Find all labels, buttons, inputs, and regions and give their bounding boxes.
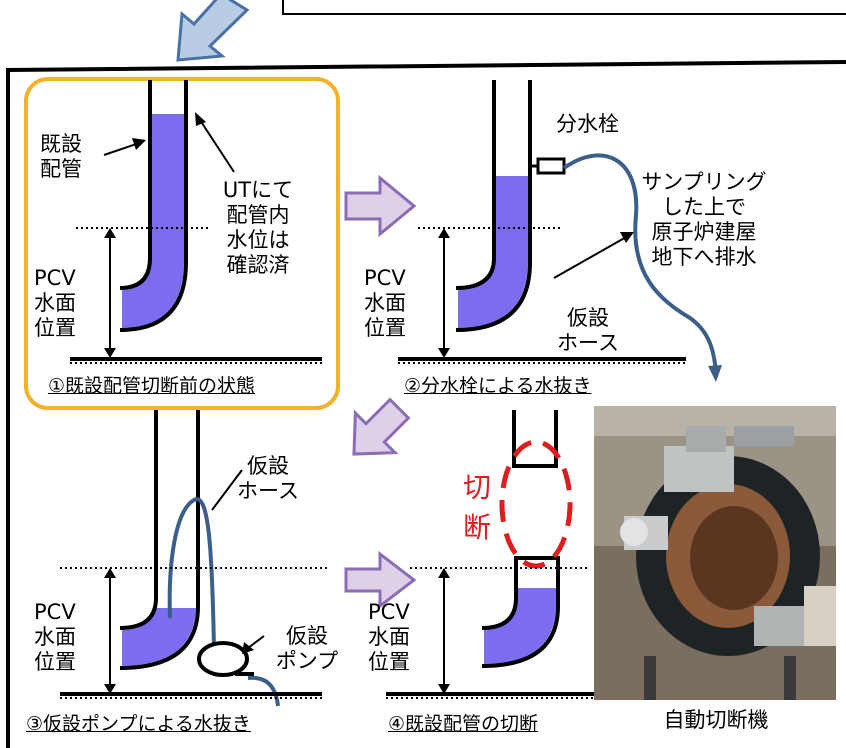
label-auto-cutting-machine: 自動切断機 — [663, 708, 769, 732]
pipe-step2 — [455, 80, 532, 332]
hose-step3 — [167, 497, 216, 651]
level-arrow-3 — [104, 568, 116, 694]
ground-step4 — [386, 692, 596, 699]
label-temporary-pump: 仮設ポンプ — [275, 624, 339, 673]
flow-arrow-2-3 — [352, 397, 411, 456]
current-state-highlight — [24, 77, 340, 410]
caption-step3: ③仮設ポンプによる水抜き — [26, 713, 251, 735]
label-bunsuisen: 分水栓 — [556, 112, 619, 136]
level-arrow-2 — [438, 228, 450, 358]
hose-step2 — [562, 153, 718, 373]
hose-outlet-arrow-2 — [708, 365, 722, 382]
flow-arrow-3-4 — [344, 550, 417, 610]
leader-ut — [195, 112, 235, 173]
label-temporary-hose-2: 仮設ホース — [557, 306, 619, 355]
temporary-pump — [197, 641, 249, 677]
leader-hose-3 — [211, 469, 243, 511]
ground-step1 — [70, 357, 322, 364]
callout-box-edge — [282, 0, 846, 15]
cut-location-ellipse — [499, 439, 573, 569]
ground-step2 — [398, 357, 686, 364]
label-kisetsu-haikan: 既設配管 — [40, 132, 82, 181]
leader-haikan — [103, 138, 146, 156]
main-frame — [6, 60, 846, 748]
hose-step3-outlet — [247, 675, 280, 707]
level-arrow-4 — [438, 568, 450, 694]
label-sampling-drain: サンプリングした上で 原子炉建屋地下へ排水 — [641, 170, 767, 269]
leader-hose-2 — [553, 232, 634, 279]
flow-arrow-1-2 — [344, 174, 417, 238]
bunsuisen-valve — [536, 157, 566, 175]
pipe-step4-upper — [512, 410, 558, 468]
level-arrow-1 — [104, 228, 116, 358]
caption-step2: ②分水栓による水抜き — [404, 375, 592, 397]
callout-arrow — [176, 0, 250, 62]
ground-step3 — [60, 692, 322, 699]
pipe-step1 — [119, 80, 188, 332]
pipe-step3 — [119, 410, 200, 670]
label-setsudan: 切断 — [462, 471, 491, 544]
label-temporary-hose-3: 仮設ホース — [237, 454, 299, 503]
leader-pump — [242, 635, 265, 654]
auto-cutting-machine-photo — [594, 406, 836, 700]
pipe-step4-lower — [481, 556, 560, 668]
caption-step1: ①既設配管切断前の状態 — [48, 375, 256, 397]
label-ut-confirmed: UTにて配管内 水位は確認済 — [222, 178, 294, 277]
caption-step4: ④既設配管の切断 — [388, 713, 539, 735]
